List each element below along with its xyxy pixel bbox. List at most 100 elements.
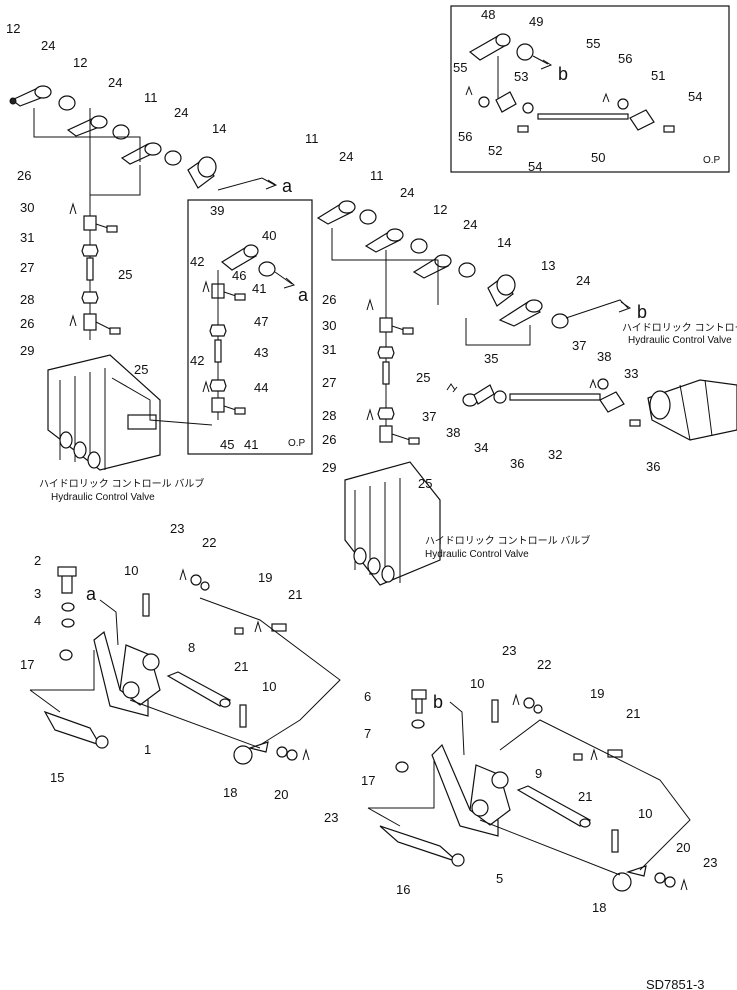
middle-levers (316, 200, 632, 440)
valve-caption-en-left: Hydraulic Control Valve (51, 492, 155, 503)
label-22: 22 (537, 657, 551, 672)
label-18: 18 (592, 900, 606, 915)
valve-caption-jp-middle: ハイドロリック コントロール バルブ (425, 534, 590, 547)
label-43: 43 (254, 345, 268, 360)
label-24: 24 (339, 149, 353, 164)
label-45: 45 (220, 437, 234, 452)
label-49: 49 (529, 14, 543, 29)
hydraulic-control-valve-middle (344, 461, 441, 586)
label-6: 6 (364, 689, 371, 704)
label-40: 40 (262, 228, 276, 243)
label-9: 9 (535, 766, 542, 781)
label-37: 37 (572, 338, 586, 353)
ref-b-middle: b (637, 302, 647, 322)
label-25: 25 (134, 362, 148, 377)
label-4: 4 (34, 613, 41, 628)
label-14: 14 (497, 235, 511, 250)
label-32: 32 (548, 447, 562, 462)
label-8: 8 (188, 640, 195, 655)
label-44: 44 (254, 380, 268, 395)
label-11: 11 (370, 168, 384, 183)
lever-11-a (120, 142, 162, 165)
label-24: 24 (400, 185, 414, 200)
label-29: 29 (322, 460, 336, 475)
label-27: 27 (322, 375, 336, 390)
linkage-rod-32 (446, 378, 641, 427)
label-23: 23 (502, 643, 516, 658)
label-52: 52 (488, 143, 502, 158)
option-box-top-right (450, 5, 730, 173)
label-28: 28 (20, 292, 34, 307)
label-12: 12 (73, 55, 87, 70)
ref-a-lower: a (86, 584, 97, 604)
label-27: 27 (20, 260, 34, 275)
label-12: 12 (6, 21, 20, 36)
label-41: 41 (244, 437, 258, 452)
label-20: 20 (676, 840, 690, 855)
lower-left-assembly (29, 566, 341, 765)
label-55: 55 (586, 36, 600, 51)
middle-rod-stack (366, 298, 420, 445)
bushing-24-a (58, 95, 76, 111)
label-31: 31 (322, 342, 336, 357)
label-23: 23 (703, 855, 717, 870)
label-20: 20 (274, 787, 288, 802)
option-assembly-top-right (465, 33, 675, 133)
label-56: 56 (458, 129, 472, 144)
label-23: 23 (170, 521, 184, 536)
label-15: 15 (50, 770, 64, 785)
middle-option-parts (202, 244, 296, 420)
option-mark-top-right: O.P (703, 155, 721, 166)
label-54: 54 (688, 89, 702, 104)
label-37: 37 (422, 409, 436, 424)
label-39: 39 (210, 203, 224, 218)
label-30: 30 (322, 318, 336, 333)
label-16: 16 (396, 882, 410, 897)
label-51: 51 (651, 68, 665, 83)
label-55: 55 (453, 60, 467, 75)
lever-12-a (9, 85, 52, 107)
bushing-24-b (112, 124, 130, 140)
label-35: 35 (484, 351, 498, 366)
label-22: 22 (202, 535, 216, 550)
label-53: 53 (514, 69, 528, 84)
label-7: 7 (364, 726, 371, 741)
label-24: 24 (463, 217, 477, 232)
label-14: 14 (212, 121, 226, 136)
hydraulic-control-valve-right (647, 379, 737, 441)
label-26: 26 (17, 168, 31, 183)
option-mark-middle: O.P (288, 438, 306, 449)
label-21: 21 (578, 789, 592, 804)
label-10: 10 (262, 679, 276, 694)
label-18: 18 (223, 785, 237, 800)
label-11: 11 (305, 131, 319, 146)
label-12: 12 (433, 202, 447, 217)
label-21: 21 (288, 587, 302, 602)
hydraulic-control-valve-left (47, 354, 213, 471)
left-rod-stack (69, 108, 121, 340)
label-38: 38 (597, 349, 611, 364)
label-1: 1 (144, 742, 151, 757)
spacer-14-a (187, 156, 217, 189)
label-19: 19 (258, 570, 272, 585)
label-11: 11 (144, 90, 158, 105)
label-41: 41 (252, 281, 266, 296)
label-21: 21 (234, 659, 248, 674)
label-24: 24 (108, 75, 122, 90)
ref-a-top: a (282, 176, 293, 196)
label-25: 25 (416, 370, 430, 385)
valve-caption-jp-right: ハイドロリック コントロール バルブ (622, 321, 737, 334)
label-5: 5 (496, 871, 503, 886)
label-26: 26 (20, 316, 34, 331)
valve-caption-en-right: Hydraulic Control Valve (628, 335, 732, 346)
valve-caption-en-middle: Hydraulic Control Valve (425, 549, 529, 560)
label-13: 13 (541, 258, 555, 273)
label-19: 19 (590, 686, 604, 701)
label-23: 23 (324, 810, 338, 825)
label-38: 38 (446, 425, 460, 440)
label-48: 48 (481, 7, 495, 22)
label-33: 33 (624, 366, 638, 381)
label-25: 25 (418, 476, 432, 491)
lower-right-assembly (367, 689, 691, 892)
